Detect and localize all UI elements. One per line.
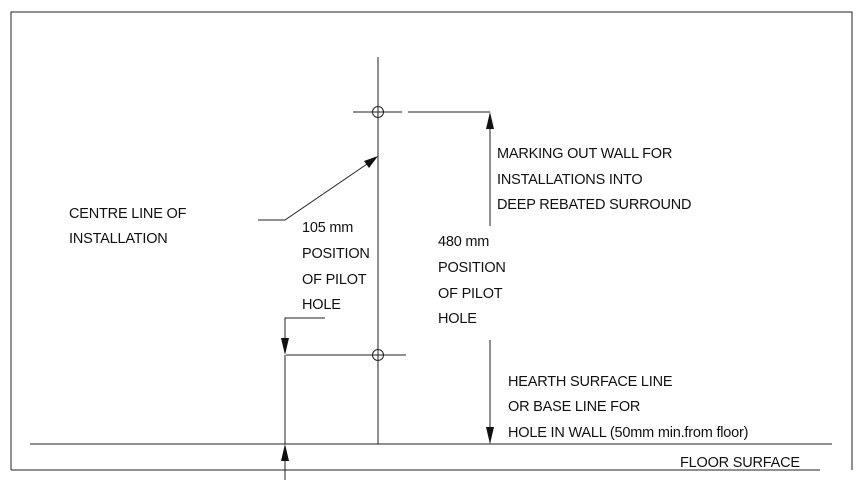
dim-480-line-4: HOLE [438, 311, 477, 327]
dimension-480 [408, 111, 494, 444]
dim-480-line-2: POSITION [438, 260, 506, 276]
bottom-pilot-hole [286, 349, 406, 361]
centre-line-label-1: CENTRE LINE OF [69, 206, 187, 222]
hearth-line-1: HEARTH SURFACE LINE [508, 374, 673, 390]
dim-480-line-1: 480 mm [438, 234, 489, 250]
dim-105-line-2: POSITION [302, 246, 370, 262]
marking-title-line-2: INSTALLATIONS INTO [497, 172, 642, 188]
dim-105-line-4: HOLE [302, 297, 341, 313]
centre-line-label: CENTRE LINE OF INSTALLATION [69, 206, 187, 247]
floor-surface-label: FLOOR SURFACE [680, 455, 800, 471]
marking-title-line-3: DEEP REBATED SURROUND [497, 197, 691, 213]
hearth-line-3: HOLE IN WALL (50mm min.from floor) [508, 425, 748, 441]
dim-105-line-3: OF PILOT [302, 272, 367, 288]
marking-out-title: MARKING OUT WALL FOR INSTALLATIONS INTO … [497, 146, 691, 213]
hearth-label: HEARTH SURFACE LINE OR BASE LINE FOR HOL… [508, 374, 748, 441]
marking-title-line-1: MARKING OUT WALL FOR [497, 146, 672, 162]
top-pilot-hole [353, 106, 402, 118]
centre-line-label-2: INSTALLATION [69, 231, 168, 247]
dim-480-line-3: OF PILOT [438, 286, 503, 302]
centre-line-leader [258, 156, 378, 221]
drawing-frame [10, 11, 853, 470]
dim-480-label: 480 mm POSITION OF PILOT HOLE [438, 234, 506, 327]
dim-105-line-1: 105 mm [302, 220, 353, 236]
dimension-105 [281, 317, 325, 480]
dim-105-label: 105 mm POSITION OF PILOT HOLE [302, 220, 370, 313]
hearth-line-2: OR BASE LINE FOR [508, 399, 640, 415]
